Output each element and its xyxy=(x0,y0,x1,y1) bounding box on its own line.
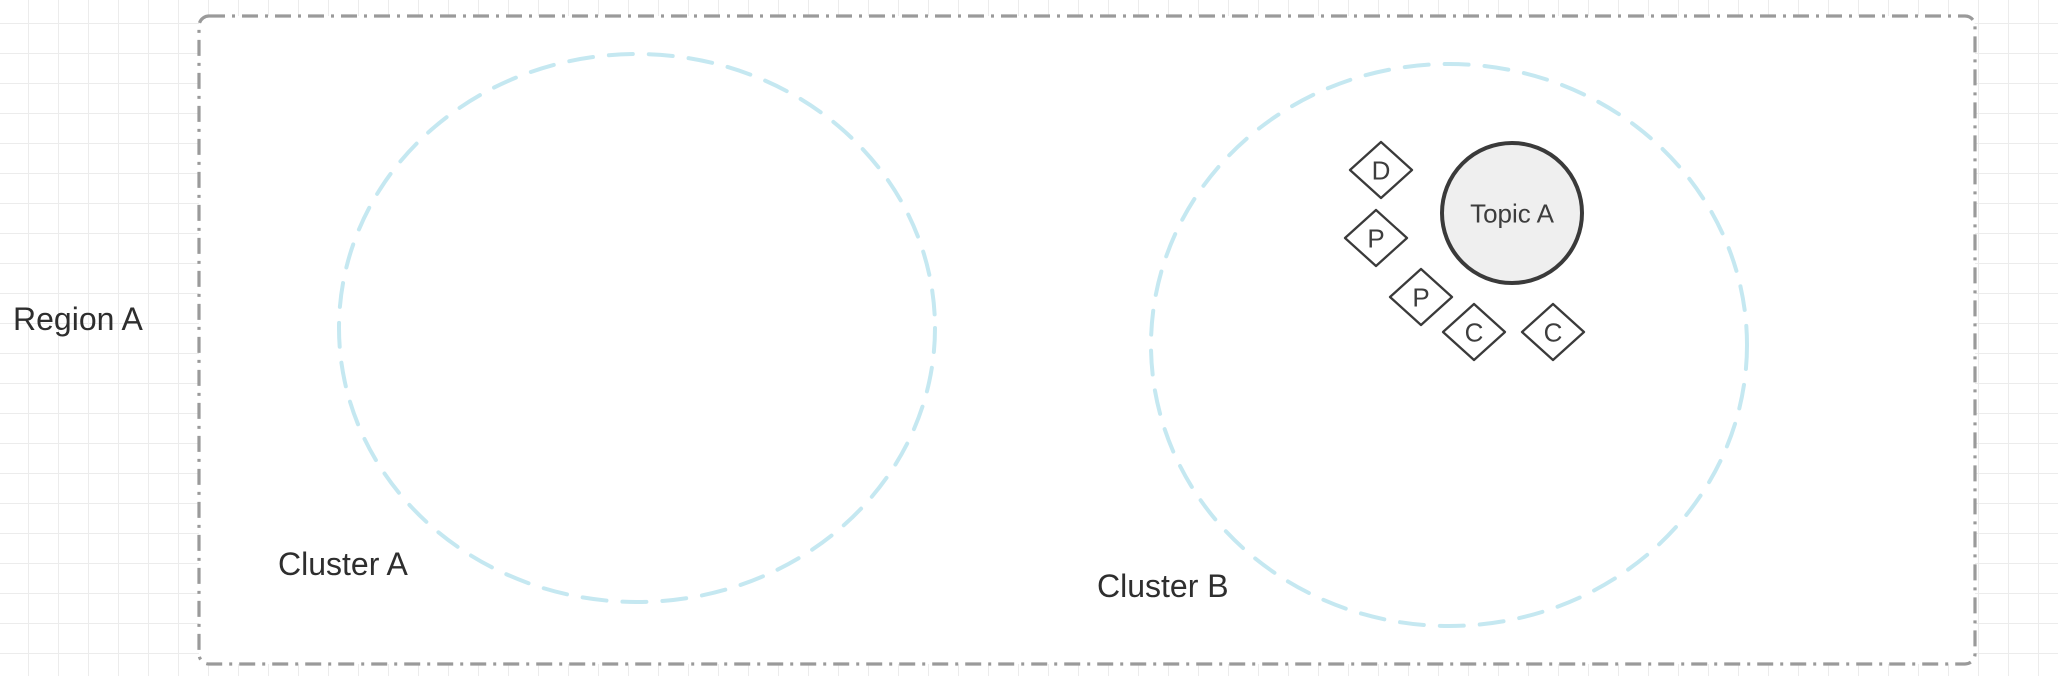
region-a-shape[interactable] xyxy=(197,14,1977,666)
cluster-a-shape[interactable] xyxy=(337,52,937,604)
diamond-node-d[interactable] xyxy=(1348,140,1414,200)
diamond-node-c2[interactable] xyxy=(1520,302,1586,362)
cluster-b-shape[interactable] xyxy=(1149,62,1749,628)
cluster-b-label: Cluster B xyxy=(1097,568,1229,604)
diamond-p2-label: P xyxy=(1412,282,1430,313)
diamond-node-p2[interactable] xyxy=(1388,267,1454,327)
diamond-d-label: D xyxy=(1371,155,1391,186)
topic-a-shape[interactable] xyxy=(1440,141,1584,285)
region-label: Region A xyxy=(13,301,143,337)
diamond-c2-label: C xyxy=(1543,317,1563,348)
diamond-node-c1[interactable] xyxy=(1441,302,1507,362)
diamond-c1-label: C xyxy=(1464,317,1484,348)
topic-a-label: Topic A xyxy=(1470,198,1554,229)
cluster-a-label: Cluster A xyxy=(278,546,408,582)
diamond-p1-label: P xyxy=(1367,223,1385,254)
diamond-node-p1[interactable] xyxy=(1343,208,1409,268)
